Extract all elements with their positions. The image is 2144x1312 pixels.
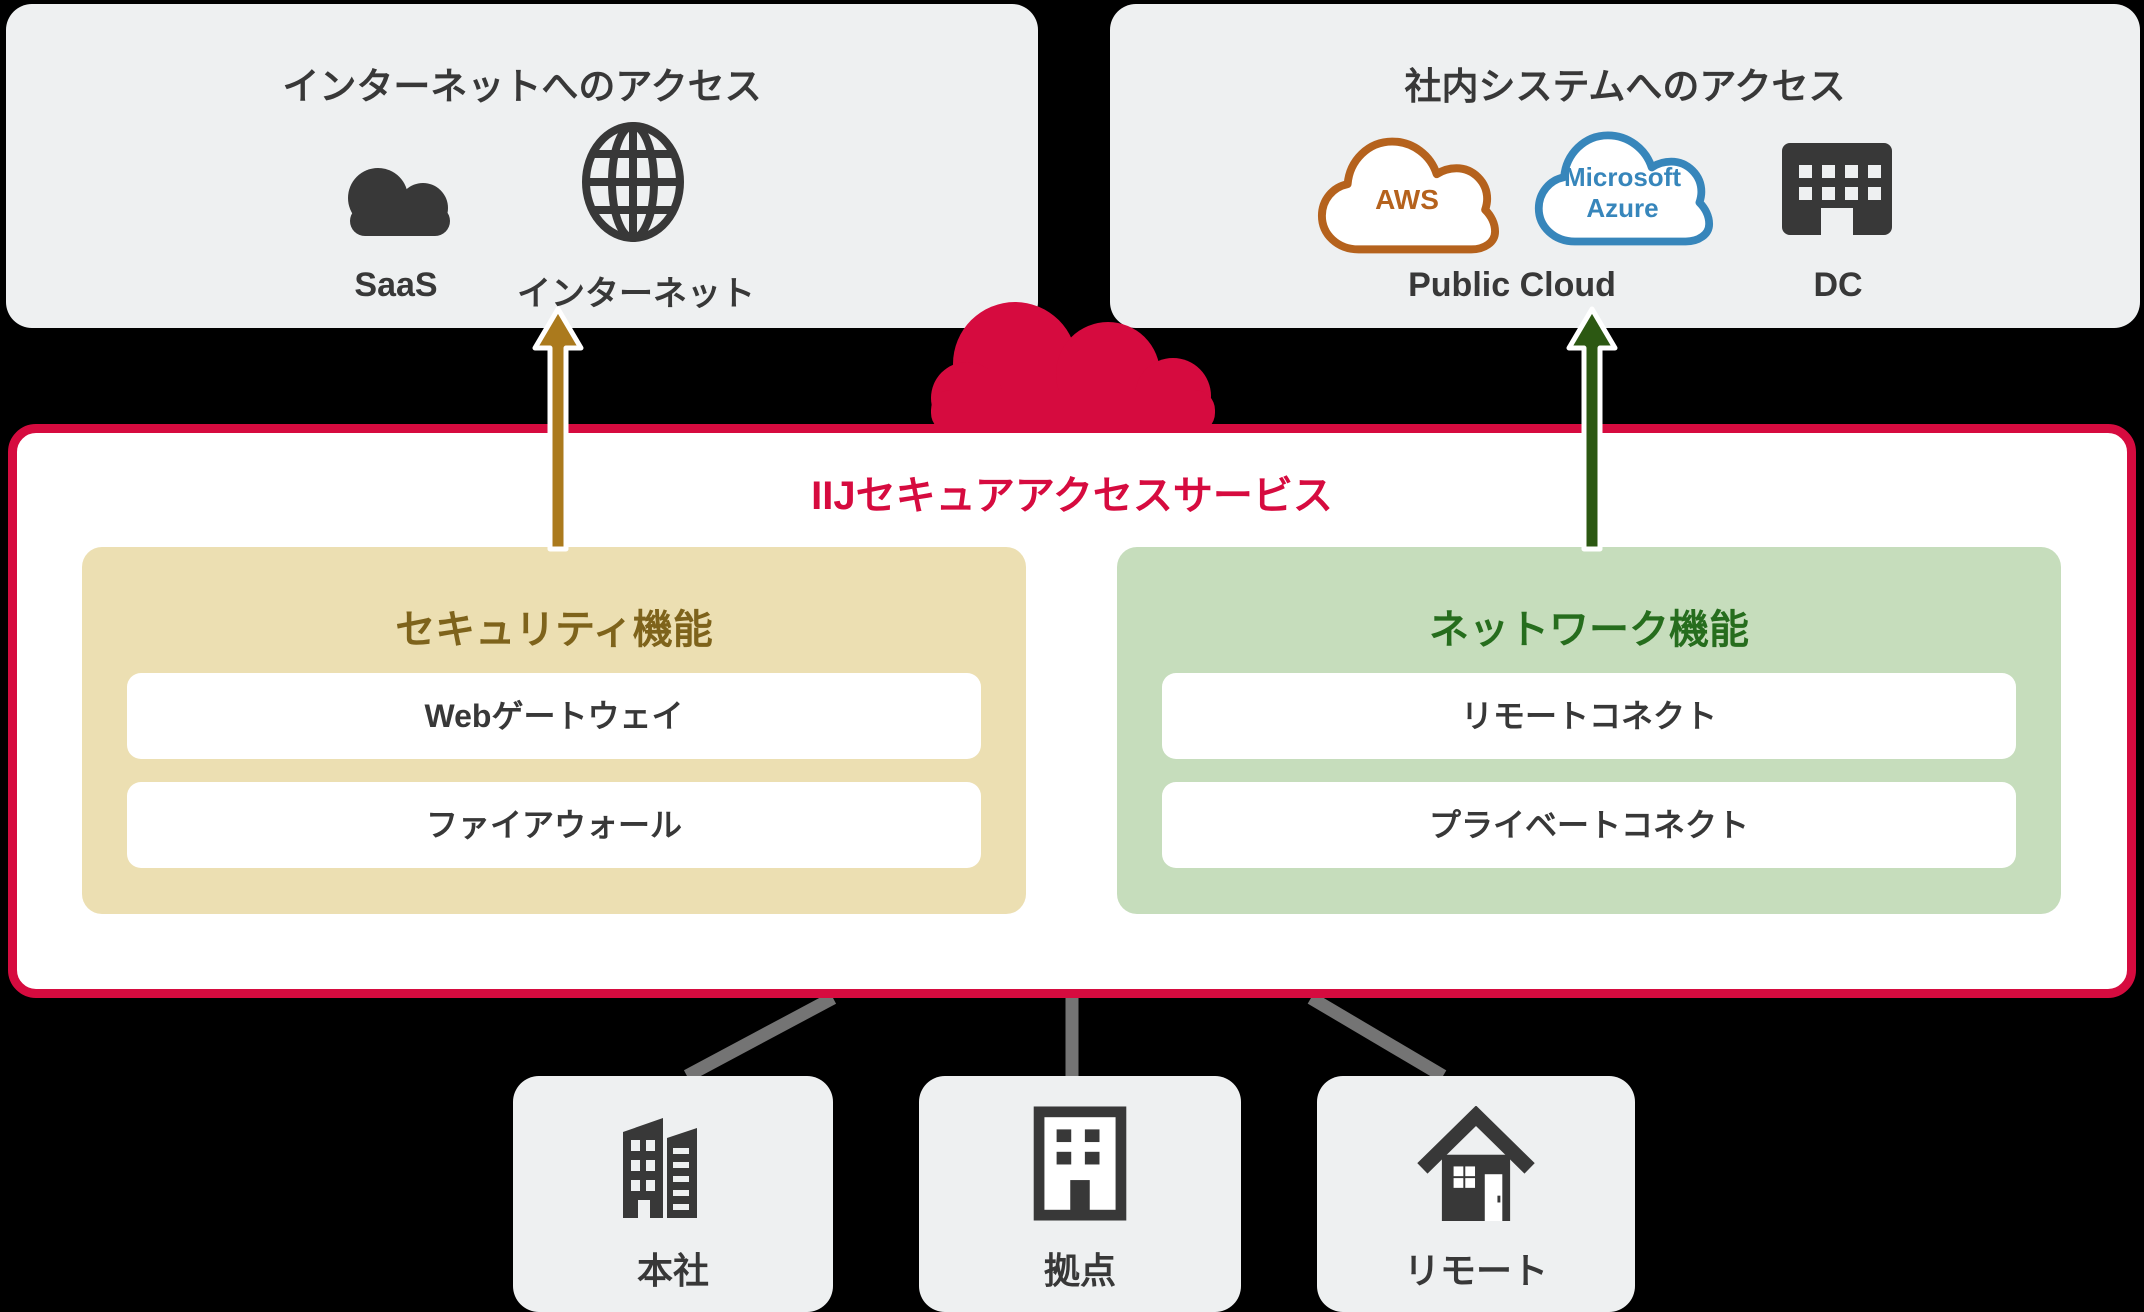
remote-connect-row: リモートコネクト [1162, 673, 2016, 759]
house-icon [1317, 1106, 1635, 1221]
security-functions-box: セキュリティ機能 Webゲートウェイ ファイアウォール [82, 547, 1026, 914]
internal-systems-title: 社内システムへのアクセス [1404, 66, 1846, 107]
internet-label: インターネット [517, 275, 755, 313]
service-title: IIJセキュアアクセスサービス [811, 474, 1333, 518]
service-red-cloud [915, 286, 1230, 434]
firewall-row: ファイアウォール [127, 782, 981, 868]
dc-building-icon [1782, 143, 1892, 235]
web-gateway-row: Webゲートウェイ [127, 673, 981, 759]
aws-cloud-label: AWS [1375, 184, 1439, 215]
security-to-internet-arrow [528, 306, 588, 552]
security-functions-title: セキュリティ機能 [395, 608, 713, 652]
branch-box: 拠点 [919, 1076, 1241, 1312]
public-cloud-label: Public Cloud [1408, 266, 1616, 304]
aws-cloud-icon: AWS [1313, 126, 1501, 258]
saas-label: SaaS [354, 266, 438, 304]
headquarters-label: 本社 [636, 1250, 709, 1291]
secure-access-service-box: IIJセキュアアクセスサービス セキュリティ機能 Webゲートウェイ ファイアウ… [8, 424, 2136, 998]
remote-label: リモート [1403, 1250, 1548, 1291]
network-functions-title: ネットワーク機能 [1429, 608, 1749, 652]
saas-cloud-icon [338, 148, 458, 236]
headquarters-buildings-icon [513, 1106, 833, 1221]
network-functions-box: ネットワーク機能 リモートコネクト プライベートコネクト [1117, 547, 2061, 914]
office-building-icon [919, 1106, 1241, 1221]
azure-cloud-label: Microsoft Azure [1564, 162, 1681, 223]
network-to-systems-arrow [1562, 306, 1622, 552]
internet-globe-icon [581, 121, 685, 243]
internal-systems-panel: 社内システムへのアクセス AWS Microsoft Azure [1110, 4, 2140, 328]
internet-access-panel: インターネットへのアクセス [6, 4, 1038, 328]
internet-access-title: インターネットへのアクセス [282, 66, 762, 107]
site-connector-lines [0, 992, 2144, 1082]
private-connect-row: プライベートコネクト [1162, 782, 2016, 868]
branch-label: 拠点 [1043, 1250, 1116, 1291]
azure-cloud-icon: Microsoft Azure [1530, 116, 1715, 254]
headquarters-box: 本社 [513, 1076, 833, 1312]
dc-label: DC [1813, 266, 1863, 304]
remote-box: リモート [1317, 1076, 1635, 1312]
